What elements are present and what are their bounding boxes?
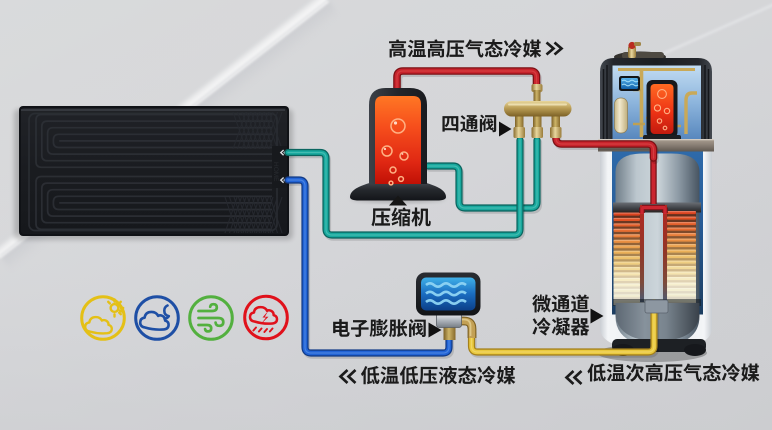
svg-text:HOME: HOME — [272, 162, 279, 182]
